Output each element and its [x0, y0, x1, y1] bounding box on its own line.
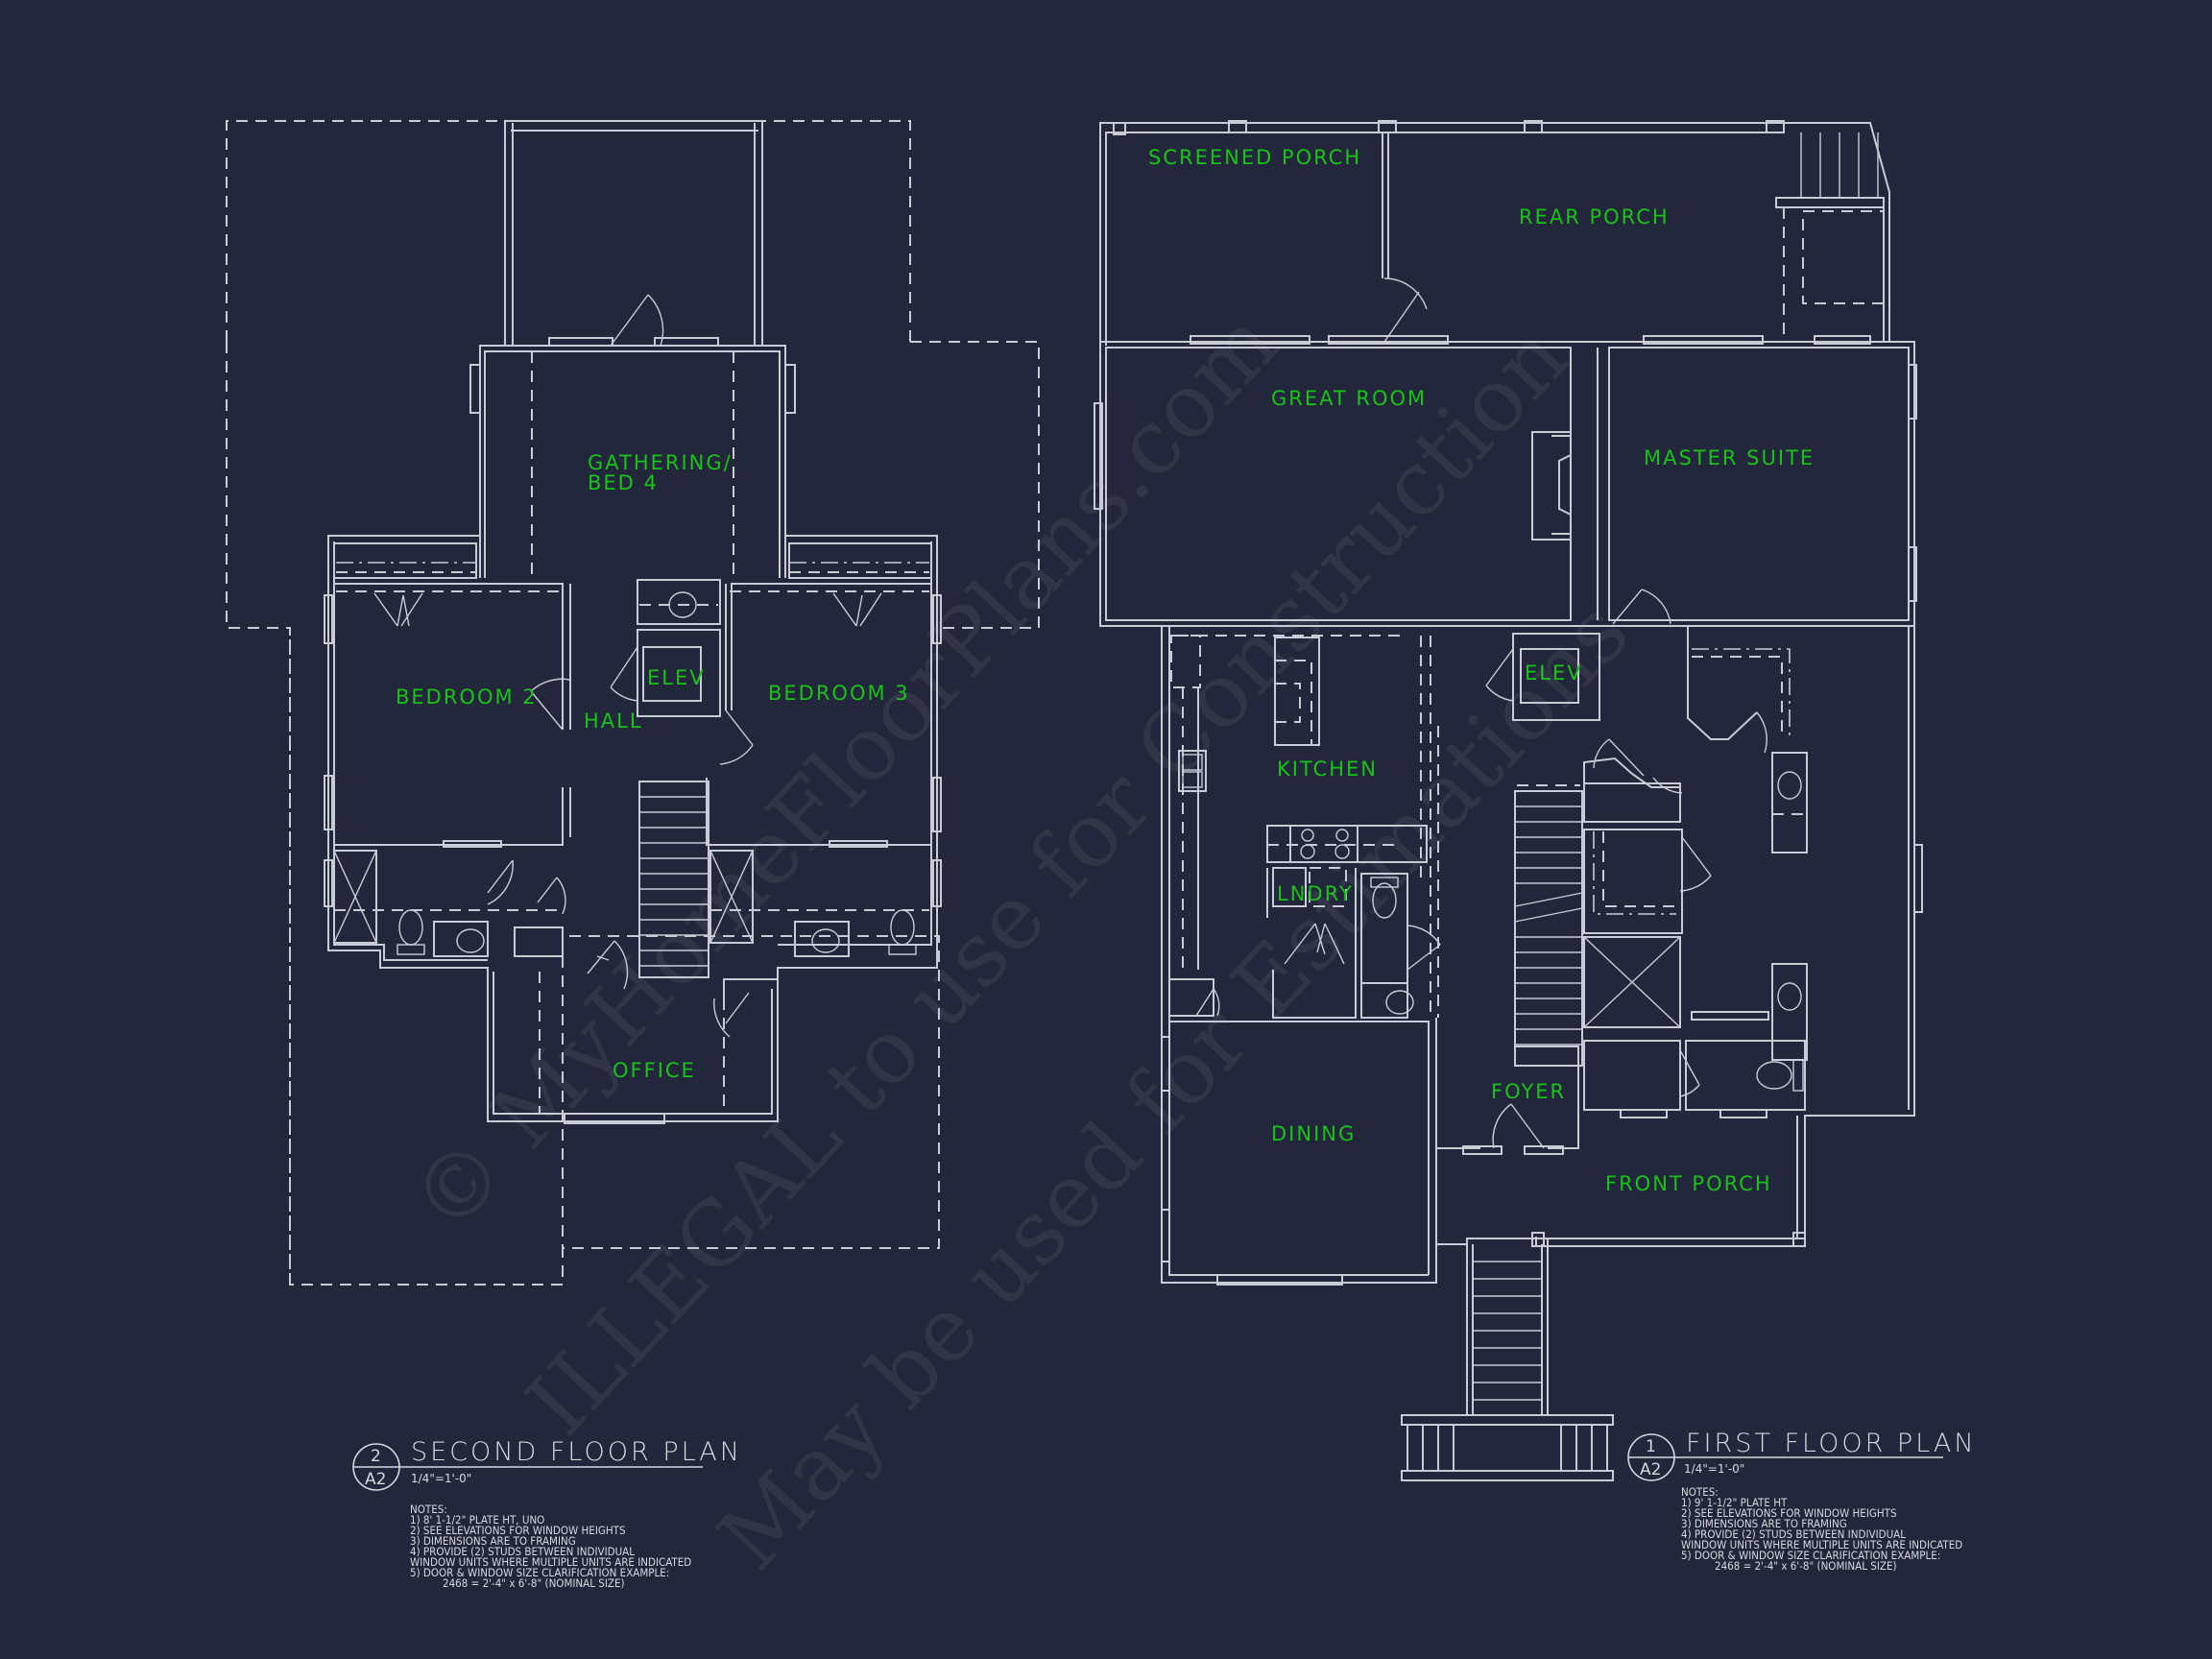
second-floor-title-block: 2 A2 SECOND FLOOR PLAN 1/4"=1'-0" NOTES:… — [352, 1437, 742, 1590]
first-floor-title-block: 1 A2 FIRST FLOOR PLAN 1/4"=1'-0" NOTES: … — [1627, 1429, 1977, 1573]
detail-badge-number: 1 — [1646, 1437, 1656, 1456]
first-floor-title: FIRST FLOOR PLAN — [1686, 1429, 1977, 1458]
rear-porches — [1099, 120, 1890, 346]
room-label-kitchen: KITCHEN — [1277, 757, 1378, 781]
second-stair — [638, 781, 709, 978]
note-1: 1) 9' 1-1/2" PLATE HT — [1681, 1496, 1788, 1509]
room-label-foyer: FOYER — [1491, 1080, 1566, 1103]
note-heading: NOTES: — [1681, 1485, 1719, 1499]
second-floor-plan: GATHERING/ BED 4 BEDROOM 2 BEDROOM 3 ELE… — [226, 120, 1040, 1590]
note-3: 3) DIMENSIONS ARE TO FRAMING — [410, 1534, 576, 1548]
first-floor-scale: 1/4"=1'-0" — [1684, 1462, 1744, 1476]
note-4b: WINDOW UNITS WHERE MULTIPLE UNITS ARE IN… — [410, 1555, 691, 1569]
second-elevator-car — [642, 646, 702, 702]
note-5: 5) DOOR & WINDOW SIZE CLARIFICATION EXAM… — [410, 1566, 669, 1579]
room-label-lndry: LNDRY — [1277, 882, 1354, 905]
note-2: 2) SEE ELEVATIONS FOR WINDOW HEIGHTS — [1681, 1506, 1897, 1520]
first-floor-plan: SCREENED PORCH REAR PORCH GREAT ROOM MAS… — [1094, 120, 1977, 1573]
note-4b: WINDOW UNITS WHERE MULTIPLE UNITS ARE IN… — [1681, 1538, 1962, 1551]
note-4a: 4) PROVIDE (2) STUDS BETWEEN INDIVIDUAL — [410, 1545, 635, 1558]
note-5: 5) DOOR & WINDOW SIZE CLARIFICATION EXAM… — [1681, 1549, 1940, 1562]
room-label-bed4: BED 4 — [588, 471, 659, 494]
first-stair — [1514, 790, 1583, 1067]
second-floor-title: SECOND FLOOR PLAN — [411, 1437, 742, 1467]
room-label-rear-porch: REAR PORCH — [1519, 205, 1670, 228]
master-shower — [1583, 936, 1681, 1028]
room-label-office: OFFICE — [613, 1059, 696, 1082]
room-label-master-suite: MASTER SUITE — [1644, 446, 1815, 469]
second-floor-walls — [324, 535, 942, 1124]
room-label-bedroom-3: BEDROOM 3 — [768, 682, 910, 705]
note-1: 1) 8' 1-1/2" PLATE HT, UNO — [410, 1513, 544, 1527]
note-heading: NOTES: — [410, 1503, 447, 1516]
note-5b: 2468 = 2'-4" x 6'-8" (NOMINAL SIZE) — [1715, 1559, 1897, 1573]
note-2: 2) SEE ELEVATIONS FOR WINDOW HEIGHTS — [410, 1524, 626, 1537]
room-label-bedroom-2: BEDROOM 2 — [396, 685, 538, 709]
room-label-hall: HALL — [584, 709, 643, 733]
note-4a: 4) PROVIDE (2) STUDS BETWEEN INDIVIDUAL — [1681, 1527, 1906, 1541]
room-label-dining: DINING — [1271, 1122, 1356, 1145]
room-label-elev-1st: ELEV — [1525, 661, 1583, 685]
room-label-front-porch: FRONT PORCH — [1605, 1172, 1772, 1195]
detail-badge-sheet: A2 — [1640, 1460, 1661, 1479]
room-label-gathering: GATHERING/ — [588, 451, 733, 474]
detail-badge-sheet: A2 — [365, 1470, 386, 1489]
first-floor-walls — [1094, 335, 1923, 1481]
note-5b: 2468 = 2'-4" x 6'-8" (NOMINAL SIZE) — [443, 1576, 625, 1590]
room-label-great-room: GREAT ROOM — [1271, 387, 1427, 410]
second-floor-scale: 1/4"=1'-0" — [411, 1472, 471, 1485]
room-gathering — [469, 294, 796, 578]
note-3: 3) DIMENSIONS ARE TO FRAMING — [1681, 1517, 1847, 1530]
room-label-screened-porch: SCREENED PORCH — [1148, 146, 1361, 169]
detail-badge-number: 2 — [371, 1447, 381, 1466]
room-label-elev-2nd: ELEV — [647, 666, 706, 689]
